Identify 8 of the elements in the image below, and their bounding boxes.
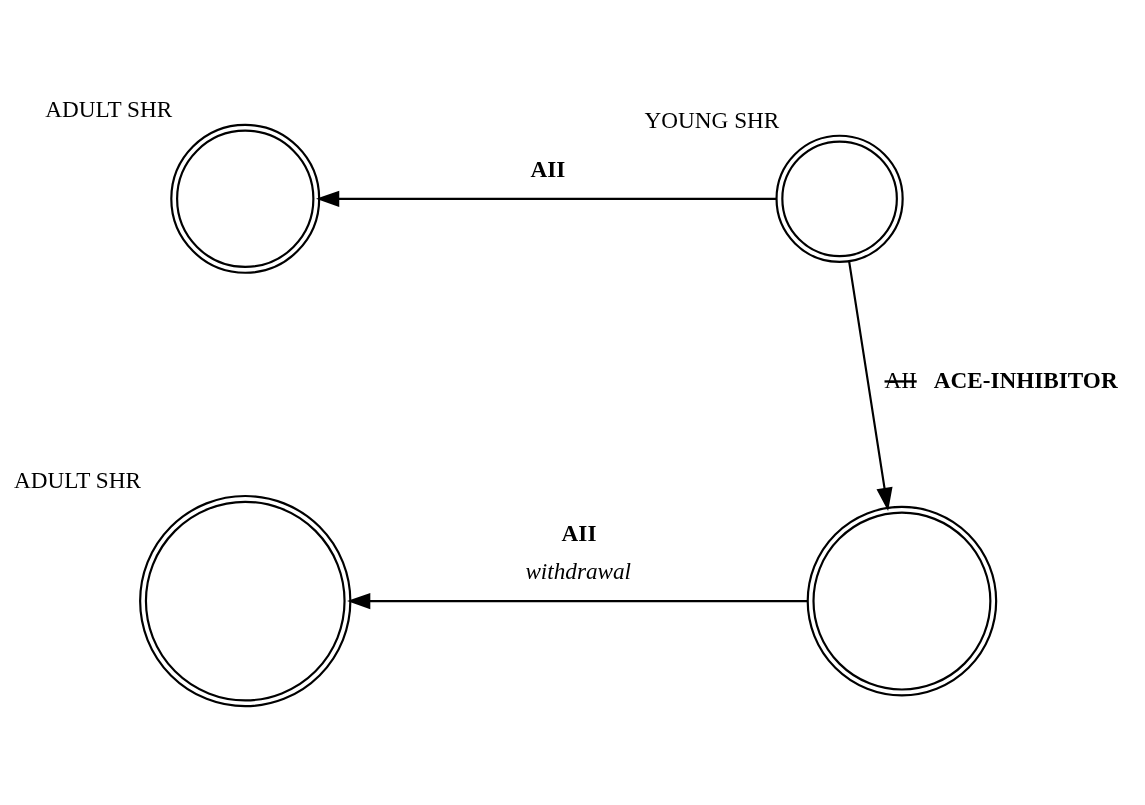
- node-label: ADULT SHR: [14, 467, 141, 494]
- node-label: ADULT SHR: [45, 96, 173, 123]
- edge-label: AII: [530, 155, 566, 182]
- label: AII: [884, 367, 917, 394]
- edge-label: ACE-INHIBITOR: [933, 367, 1118, 394]
- edge-label: AII: [561, 520, 597, 547]
- label: withdrawal: [525, 558, 632, 585]
- node-label: YOUNG SHR: [644, 107, 780, 134]
